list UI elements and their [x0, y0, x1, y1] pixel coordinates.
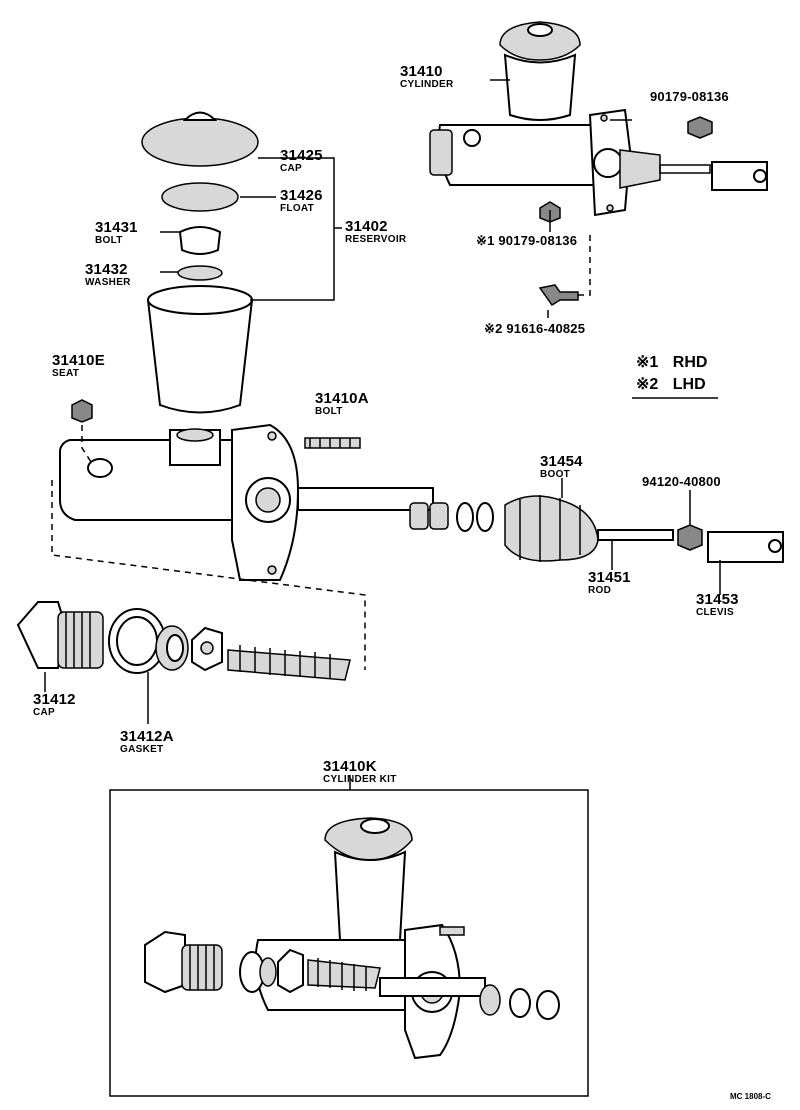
- part-name: CYLINDER: [400, 79, 454, 90]
- label-31410K: 31410K CYLINDER KIT: [323, 759, 397, 785]
- legend-rhd: ※1 RHD: [636, 355, 707, 371]
- part-name: SEAT: [52, 368, 80, 379]
- label-90179-08136: 90179-08136: [650, 90, 729, 103]
- label-90179-08136-rhd: ※1 90179-08136: [476, 234, 577, 247]
- cap-spring-exploded: [16, 601, 351, 724]
- part-number: 31412A: [120, 728, 174, 745]
- label-31425: 31425 CAP: [280, 148, 323, 174]
- legend-text: LHD: [672, 376, 706, 393]
- label-31451: 31451 ROD: [588, 570, 631, 596]
- reservoir-exploded: [141, 111, 342, 414]
- part-number: 94120-40800: [642, 474, 721, 489]
- part-name: GASKET: [120, 744, 164, 755]
- legend-lhd: ※2 LHD: [636, 377, 706, 393]
- part-number: 31410: [400, 63, 443, 80]
- part-name: CAP: [280, 163, 303, 174]
- part-number: ※1 90179-08136: [476, 233, 578, 248]
- part-number: 31454: [540, 453, 583, 470]
- part-name: BOLT: [315, 406, 343, 417]
- diagram-code: MC 1808-C: [730, 1092, 771, 1101]
- label-31412A: 31412A GASKET: [120, 729, 174, 755]
- part-number: 90179-08136: [650, 89, 729, 104]
- legend-text: RHD: [672, 354, 708, 371]
- part-number: 31410E: [52, 352, 105, 369]
- label-31454: 31454 BOOT: [540, 454, 583, 480]
- part-name: BOOT: [540, 469, 571, 480]
- cylinder-kit: [109, 775, 589, 1097]
- label-31453: 31453 CLEVIS: [696, 592, 739, 618]
- part-number: ※2 91616-40825: [484, 321, 586, 336]
- label-31410: 31410 CYLINDER: [400, 64, 454, 90]
- part-number: 31451: [588, 569, 631, 586]
- legend-mark: ※2: [636, 376, 659, 393]
- part-name: FLOAT: [280, 203, 315, 214]
- label-31412: 31412 CAP: [33, 692, 76, 718]
- label-91616-40825-lhd: ※2 91616-40825: [484, 322, 585, 335]
- label-31431: 31431 BOLT: [95, 220, 138, 246]
- cylinder-assembly-top: [429, 21, 768, 318]
- part-name: BOLT: [95, 235, 123, 246]
- part-number: 31431: [95, 219, 138, 236]
- part-name: RESERVOIR: [345, 234, 407, 245]
- label-31432: 31432 WASHER: [85, 262, 131, 288]
- part-number: 31453: [696, 591, 739, 608]
- legend-mark: ※1: [636, 354, 659, 371]
- label-31410E: 31410E SEAT: [52, 353, 105, 379]
- label-31426: 31426 FLOAT: [280, 188, 323, 214]
- part-name: CYLINDER KIT: [323, 774, 397, 785]
- part-number: 31432: [85, 261, 128, 278]
- part-name: CLEVIS: [696, 607, 734, 618]
- part-number: 31410A: [315, 390, 369, 407]
- part-name: WASHER: [85, 277, 131, 288]
- label-31402: 31402 RESERVOIR: [345, 219, 406, 245]
- part-number: 31402: [345, 218, 388, 235]
- part-number: 31412: [33, 691, 76, 708]
- part-number: 31425: [280, 147, 323, 164]
- part-name: CAP: [33, 707, 56, 718]
- label-94120-40800: 94120-40800: [642, 475, 721, 488]
- part-number: 31410K: [323, 758, 377, 775]
- part-name: ROD: [588, 585, 612, 596]
- part-number: 31426: [280, 187, 323, 204]
- label-31410A: 31410A BOLT: [315, 391, 369, 417]
- cylinder-body-main: [51, 399, 784, 670]
